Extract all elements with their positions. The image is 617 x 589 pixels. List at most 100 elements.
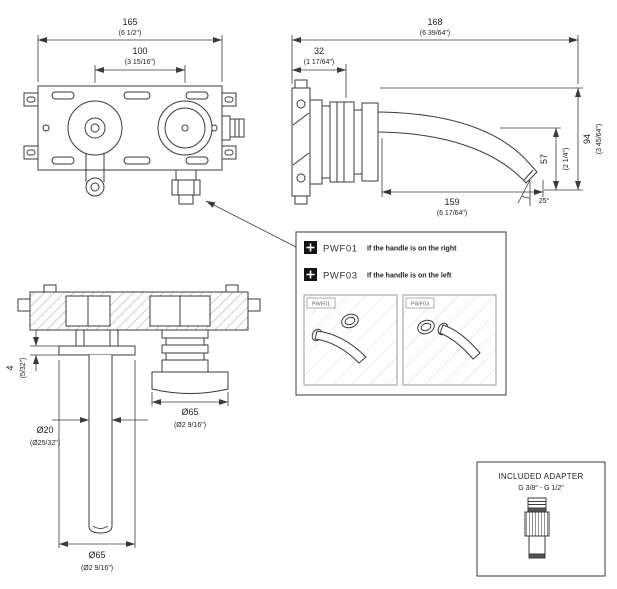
side-fitting <box>221 115 231 141</box>
valve-housing <box>309 99 323 185</box>
hatch-tick <box>292 152 310 166</box>
handle-knob-inner <box>344 316 356 326</box>
side-fitting-nut <box>229 118 245 138</box>
handle-thread <box>165 352 205 361</box>
valve-center <box>181 124 189 132</box>
dim-side-depth-mm: 168 <box>427 17 442 27</box>
mounting-tab <box>23 92 39 107</box>
dim-side-reach-in: (6 17/64") <box>437 210 468 217</box>
tab-slot <box>224 96 234 103</box>
adapter-title: INCLUDED ADAPTER <box>498 472 583 481</box>
valve-inner <box>164 107 206 149</box>
screw-head <box>43 284 57 293</box>
panel-label-pwf01: PWF01 <box>312 302 330 308</box>
option-code-pwf01: PWF01 <box>323 244 358 255</box>
dim-flange-dia-in: (Ø2 9/16") <box>81 565 113 572</box>
option-panel-pwf01: PWF01 <box>303 294 398 386</box>
handle-neck <box>161 359 209 373</box>
spout-center <box>90 123 100 133</box>
tab-slot <box>224 149 234 156</box>
panel-label-pwf03: PWF03 <box>411 302 429 308</box>
option-desc-pwf03: If the handle is on the left <box>367 273 452 280</box>
dim-plate-mm: 4 <box>5 365 15 370</box>
dim-handle-dia-in: (Ø2 9/16") <box>174 422 206 429</box>
dim-spout-dia-in: (Ø25/32") <box>30 440 60 447</box>
spout-illustration <box>439 324 481 360</box>
handle-cartridge-body <box>171 179 201 196</box>
angle-arc <box>521 195 531 199</box>
plate-slot <box>185 91 209 100</box>
dim-front-width-in: (6 1/2") <box>119 30 142 37</box>
adapter-ring <box>527 507 547 513</box>
plate-slot <box>123 156 151 165</box>
dim-front-spacing-mm: 100 <box>132 46 147 56</box>
valve-body-section <box>29 291 249 331</box>
bracket-hole <box>296 173 306 183</box>
valve-cartridge <box>329 101 355 183</box>
spout-illustration <box>314 330 367 364</box>
handle-cartridge-top <box>175 169 197 181</box>
aerator-line <box>523 169 534 181</box>
leader-arrow <box>205 200 297 248</box>
hatch-tick <box>292 112 310 126</box>
adapter-subtitle: G 3/8" - G 1/2" <box>518 485 564 492</box>
dim-side-height-mm: 94 <box>582 134 592 144</box>
tube-cap-line <box>92 525 109 529</box>
screw-head <box>225 284 239 293</box>
adapter-illustration <box>524 497 550 559</box>
mounting-tab <box>247 298 261 312</box>
dim-handle-dia-mm: Ø65 <box>181 407 198 417</box>
spout-base-block <box>75 329 119 347</box>
spout-hub <box>84 117 106 139</box>
plate-slot <box>51 156 75 165</box>
spout-outlet <box>85 177 105 197</box>
dim-spout-dia-mm: Ø20 <box>36 425 53 435</box>
mounting-tab <box>221 92 237 107</box>
plate-slot <box>123 91 151 100</box>
dim-side-drop-in: (2 1/4") <box>563 148 570 171</box>
angle-line <box>517 179 531 204</box>
handle-thread <box>161 329 209 339</box>
adapter-bottom-ring <box>528 553 546 559</box>
handle-options-box: PWF01 If the handle is on the right PWF0… <box>295 231 507 396</box>
mounting-tab <box>17 298 31 312</box>
spout-tube <box>88 355 113 534</box>
bracket-tab <box>294 79 308 89</box>
handle-thread <box>165 337 205 346</box>
tab-slot <box>26 149 36 156</box>
handle-rosette <box>151 371 229 394</box>
dim-side-drop-mm: 57 <box>539 154 549 164</box>
handle-knob-inner <box>420 322 432 332</box>
panel-label-box <box>306 297 336 309</box>
mounting-tab <box>221 145 237 160</box>
spacer-ring <box>353 109 363 175</box>
dim-flange-dia-mm: Ø65 <box>88 550 105 560</box>
spout-body-front <box>67 100 123 156</box>
tab-slot <box>26 96 36 103</box>
dim-side-wall-mm: 32 <box>314 46 324 56</box>
plate-hole <box>42 124 50 132</box>
dim-side-height-in: (3 45/64") <box>596 124 603 155</box>
dim-front-width-mm: 165 <box>122 17 137 27</box>
dim-spout-angle: 25° <box>539 197 550 205</box>
option-desc-pwf01: If the handle is on the right <box>367 246 457 253</box>
adapter-lower <box>528 535 546 555</box>
handle-knob <box>417 319 435 335</box>
front-view-drawing: 165 (6 1/2") 100 (3 15/16") <box>23 17 297 248</box>
handle-thread <box>161 344 209 354</box>
plate-slot <box>185 156 209 165</box>
dim-front-spacing-in: (3 15/16") <box>125 59 156 66</box>
dim-plate-in: (5/32") <box>20 358 27 379</box>
valve-body-front <box>157 100 213 156</box>
handle-knob <box>341 313 359 329</box>
handle-cartridge-stem <box>178 194 194 205</box>
dim-side-reach-mm: 159 <box>444 197 459 207</box>
escutcheon-plate <box>361 102 379 182</box>
bottom-view-drawing: 4 (5/32") Ø20 (Ø25/32") Ø65 (Ø2 9/16") Ø… <box>5 284 261 572</box>
spout-profile <box>377 111 538 184</box>
bracket-tab <box>294 195 308 205</box>
valve-ring <box>321 105 331 179</box>
wall-bracket <box>291 87 311 197</box>
